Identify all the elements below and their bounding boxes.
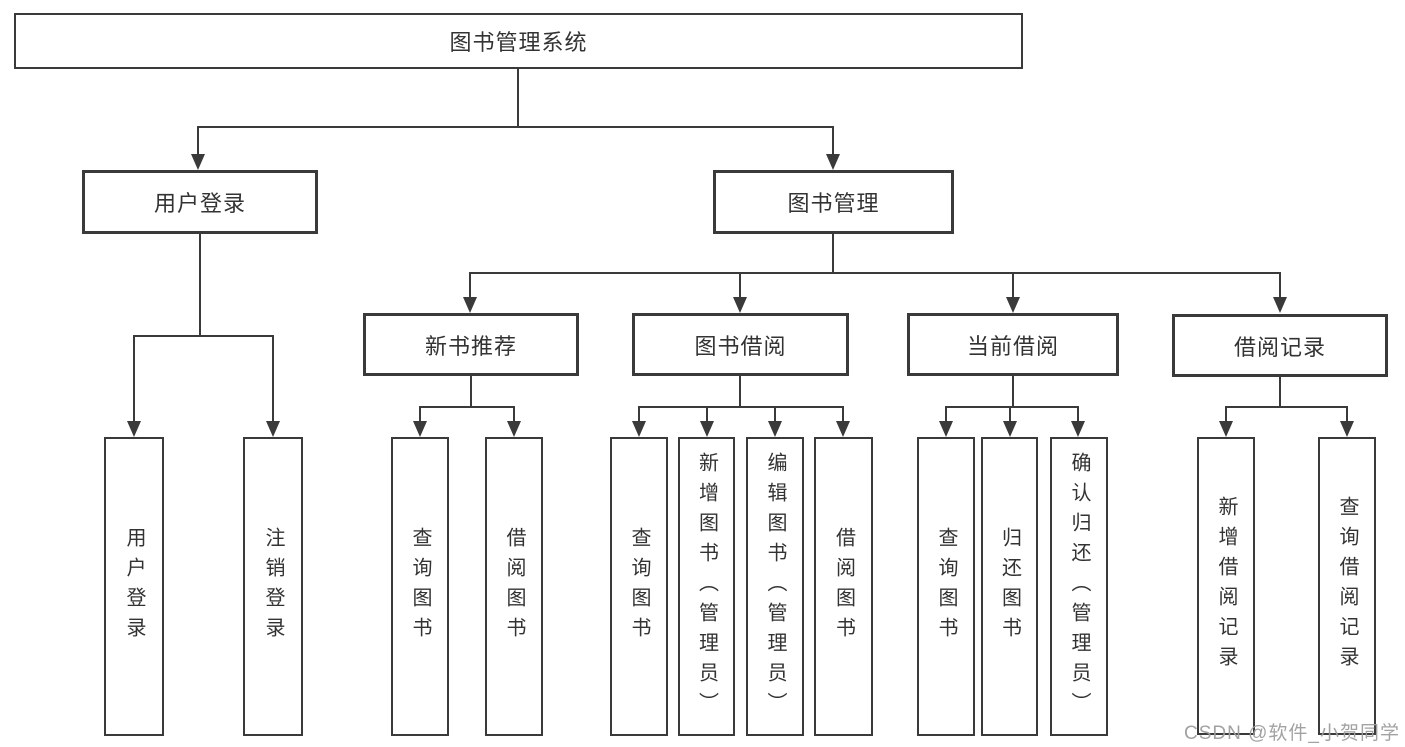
node-book-borrow-label: 图书借阅 — [694, 333, 787, 359]
node-current-borrow: 当前借阅 — [907, 313, 1119, 376]
node-recommend-borrow-books: 借阅图书 — [485, 437, 543, 736]
node-borrow-records-label: 借阅记录 — [1233, 334, 1326, 360]
node-current-confirm-return-admin: 确认归还（管理员） — [1050, 437, 1108, 736]
node-user-login: 用户登录 — [82, 170, 318, 234]
node-borrow-add-books-admin: 新增图书（管理员） — [678, 437, 735, 736]
node-recommend-query-books: 查询图书 — [391, 437, 449, 736]
node-current-query-books: 查询图书 — [917, 437, 975, 736]
watermark: CSDN @软件_小贺同学 — [1184, 723, 1400, 744]
node-root: 图书管理系统 — [14, 13, 1023, 69]
node-records-add-record: 新增借阅记录 — [1197, 437, 1255, 735]
node-login-user-login: 用户登录 — [104, 437, 164, 736]
node-borrow-edit-books-admin: 编辑图书（管理员） — [746, 437, 804, 736]
node-login-logout: 注销登录 — [243, 437, 303, 736]
node-borrow-borrow-books: 借阅图书 — [814, 437, 873, 736]
node-book-borrow: 图书借阅 — [632, 313, 849, 376]
node-current-return-books: 归还图书 — [981, 437, 1038, 736]
node-current-borrow-label: 当前借阅 — [966, 333, 1059, 359]
node-new-book-recommend: 新书推荐 — [363, 313, 579, 376]
node-user-login-label: 用户登录 — [153, 191, 246, 216]
node-borrow-query-books: 查询图书 — [610, 437, 668, 736]
node-root-label: 图书管理系统 — [449, 30, 588, 55]
node-new-book-recommend-label: 新书推荐 — [424, 333, 517, 359]
node-borrow-records: 借阅记录 — [1172, 314, 1388, 377]
node-records-query-record: 查询借阅记录 — [1318, 437, 1376, 735]
node-book-management-label: 图书管理 — [787, 191, 880, 216]
node-book-management: 图书管理 — [713, 170, 954, 234]
